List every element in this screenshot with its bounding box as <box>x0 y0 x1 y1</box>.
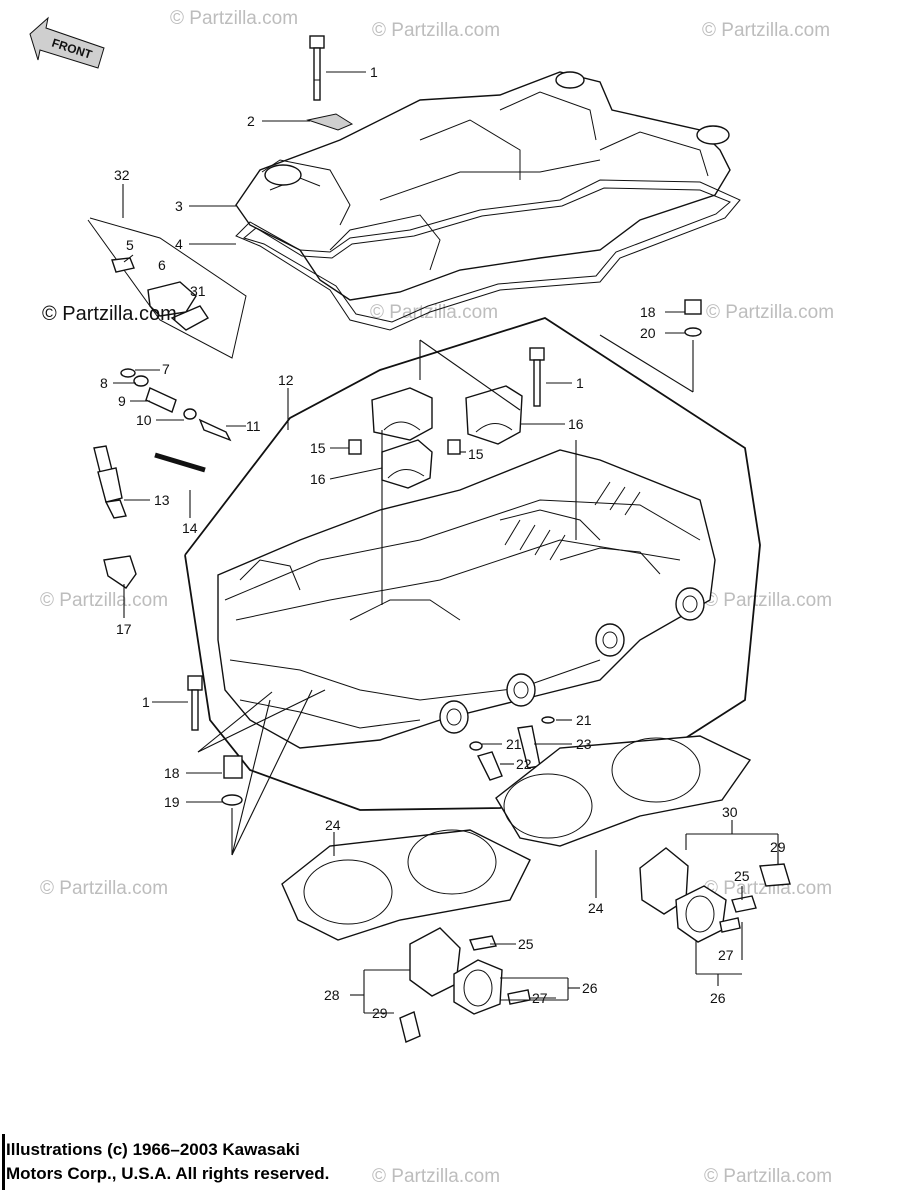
fitting-parts <box>120 368 232 442</box>
dowel-pin <box>348 439 461 455</box>
front-arrow-icon: FRONT <box>29 16 105 69</box>
callout-22: 22 <box>516 756 532 772</box>
head-cover <box>235 71 731 301</box>
callout-6: 6 <box>158 257 166 273</box>
callout-4: 4 <box>175 236 183 252</box>
copyright-divider <box>2 1134 5 1190</box>
spark-plug-icon <box>93 445 127 519</box>
bolt-icon <box>309 35 325 101</box>
callout-18: 18 <box>640 304 656 320</box>
cylinder-head <box>217 449 716 749</box>
camshaft-cap <box>371 385 523 489</box>
oil-plug <box>684 299 702 337</box>
callout-19: 19 <box>164 794 180 810</box>
callout-31: 31 <box>190 283 206 299</box>
cylinder-head-frame <box>184 317 761 811</box>
callout-8: 8 <box>100 375 108 391</box>
callout-29: 29 <box>372 1005 388 1021</box>
watermark: © Partzilla.com <box>706 302 835 323</box>
callout-29: 29 <box>770 839 786 855</box>
callout-30: 30 <box>722 804 738 820</box>
clamp-icon <box>306 113 354 131</box>
watermark: © Partzilla.com <box>372 20 501 41</box>
callout-24: 24 <box>325 817 341 833</box>
watermark: © Partzilla.com <box>170 8 299 29</box>
callout-labels: 1 2 3 4 32 5 6 31 18 20 7 8 9 10 11 12 1… <box>100 64 786 1021</box>
rubber-cap <box>103 555 137 589</box>
callout-32: 32 <box>114 167 130 183</box>
callout-26: 26 <box>710 990 726 1006</box>
callout-25: 25 <box>734 868 750 884</box>
callout-15: 15 <box>310 440 326 456</box>
callout-10: 10 <box>136 412 152 428</box>
callout-13: 13 <box>154 492 170 508</box>
intake-holder <box>639 847 791 943</box>
oil-plug <box>221 755 243 806</box>
copyright-line-1: Illustrations (c) 1966–2003 Kawasaki <box>6 1140 300 1159</box>
copyright-line-2: Motors Corp., U.S.A. All rights reserved… <box>6 1164 330 1183</box>
watermark: © Partzilla.com <box>704 878 833 899</box>
callout-27: 27 <box>532 990 548 1006</box>
copyright-notice: Illustrations (c) 1966–2003 Kawasaki Mot… <box>6 1138 329 1186</box>
callout-14: 14 <box>182 520 198 536</box>
callout-5: 5 <box>126 237 134 253</box>
bolt-icon <box>529 347 545 407</box>
callout-1: 1 <box>370 64 378 80</box>
callout-21: 21 <box>576 712 592 728</box>
callout-11: 11 <box>246 418 261 434</box>
bracket-assembly <box>87 217 247 359</box>
callout-26: 26 <box>582 980 598 996</box>
callout-20: 20 <box>640 325 656 341</box>
watermark: © Partzilla.com <box>40 878 169 899</box>
head-gasket <box>495 735 752 847</box>
watermark: © Partzilla.com <box>40 590 169 611</box>
callout-2: 2 <box>247 113 255 129</box>
callout-27: 27 <box>718 947 734 963</box>
watermark-strong: © Partzilla.com <box>42 303 177 325</box>
callout-7: 7 <box>162 361 170 377</box>
callout-25: 25 <box>518 936 534 952</box>
watermark: © Partzilla.com <box>704 590 833 611</box>
bolt-icon <box>187 675 203 731</box>
callout-15: 15 <box>468 446 484 462</box>
callout-12: 12 <box>278 372 294 388</box>
callout-16: 16 <box>310 471 326 487</box>
callout-17: 17 <box>116 621 132 637</box>
callout-23: 23 <box>576 736 592 752</box>
callout-1: 1 <box>142 694 150 710</box>
leader-lines <box>113 71 779 1014</box>
callout-16: 16 <box>568 416 584 432</box>
callout-9: 9 <box>118 393 126 409</box>
callout-24: 24 <box>588 900 604 916</box>
callout-3: 3 <box>175 198 183 214</box>
callout-21: 21 <box>506 736 522 752</box>
watermark: © Partzilla.com <box>372 1166 501 1187</box>
watermark: © Partzilla.com <box>704 1166 833 1187</box>
rod <box>154 452 206 473</box>
watermark: © Partzilla.com <box>702 20 831 41</box>
small-fittings <box>469 716 555 781</box>
head-cover-gasket <box>235 179 741 331</box>
intake-holder <box>399 927 531 1043</box>
callout-1: 1 <box>576 375 584 391</box>
callout-18: 18 <box>164 765 180 781</box>
callout-28: 28 <box>324 987 340 1003</box>
head-gasket <box>281 829 531 941</box>
